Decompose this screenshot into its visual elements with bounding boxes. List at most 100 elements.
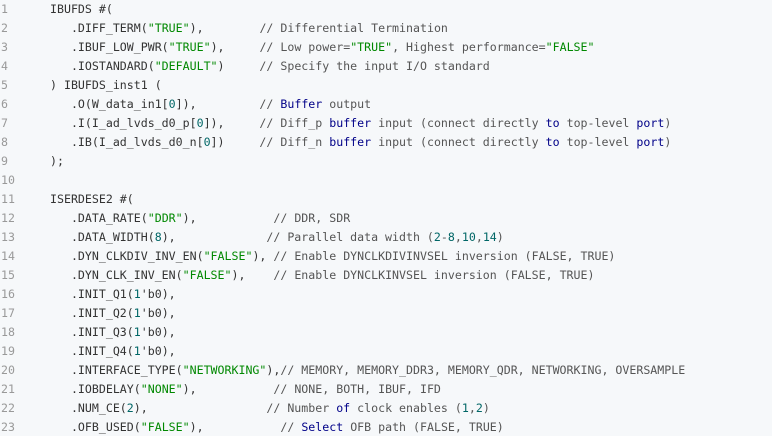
code-text: ); — [50, 152, 64, 171]
code-line[interactable]: 13 .DATA_WIDTH(8), // Parallel data widt… — [0, 228, 772, 247]
code-token: .I(I_ad_lvds_d0_p[ — [50, 116, 197, 130]
code-text: .INTERFACE_TYPE("NETWORKING"),// MEMORY,… — [50, 361, 685, 380]
code-text: .I(I_ad_lvds_d0_p[0]), // Diff_p buffer … — [50, 114, 671, 133]
code-text: .INIT_Q3(1'b0), — [50, 323, 176, 342]
code-token: // DDR, SDR — [273, 211, 351, 225]
code-text: .DYN_CLKDIV_INV_EN("FALSE"), // Enable D… — [50, 247, 615, 266]
line-number: 12 — [1, 211, 15, 225]
code-token: .DYN_CLK_INV_EN( — [50, 268, 183, 282]
code-token: "FALSE" — [182, 268, 232, 282]
code-token: ), — [182, 382, 274, 396]
code-token: ), — [133, 401, 267, 415]
code-token: ) — [217, 59, 260, 73]
code-token: .DATA_WIDTH( — [50, 230, 155, 244]
code-token: - — [440, 230, 448, 244]
code-token: .INIT_Q2( — [50, 306, 134, 320]
code-line[interactable]: 23 .OFB_USED("FALSE"), // Select OFB pat… — [0, 418, 772, 436]
code-text: .IB(I_ad_lvds_d0_n[0]) // Diff_n buffer … — [50, 133, 671, 152]
code-token: ), — [266, 363, 281, 377]
line-number: 4 — [1, 59, 8, 73]
code-token: ), — [189, 420, 281, 434]
code-token: top-level — [559, 135, 637, 149]
code-line[interactable]: 10 — [0, 171, 772, 190]
line-number: 6 — [1, 97, 8, 111]
code-line[interactable]: 1 IBUFDS #( — [0, 0, 772, 19]
code-text: .INIT_Q2(1'b0), — [50, 304, 176, 323]
code-line[interactable]: 2 .DIFF_TERM("TRUE"), // Differential Te… — [0, 19, 772, 38]
code-token: ]), — [175, 97, 260, 111]
code-token: // Low power= — [259, 40, 351, 54]
code-line[interactable]: 17 .INIT_Q2(1'b0), — [0, 304, 772, 323]
code-line[interactable]: 6 .O(W_data_in1[0]), // Buffer output — [0, 95, 772, 114]
code-token: 2 — [433, 230, 441, 244]
code-token: ) — [482, 401, 490, 415]
code-line[interactable]: 21 .IOBDELAY("NONE"), // NONE, BOTH, IBU… — [0, 380, 772, 399]
line-number: 7 — [1, 116, 8, 130]
code-token: // Enable DYNCLKDIVINVSEL inversion (FAL… — [273, 249, 616, 263]
code-token: input (connect directly — [371, 116, 546, 130]
line-number: 5 — [1, 78, 8, 92]
code-token: // Diff_p — [259, 116, 330, 130]
code-token: input (connect directly — [371, 135, 546, 149]
code-token: ); — [50, 154, 64, 168]
code-text: .DATA_WIDTH(8), // Parallel data width (… — [50, 228, 504, 247]
code-line[interactable]: 22 .NUM_CE(2), // Number of clock enable… — [0, 399, 772, 418]
code-text: .DATA_RATE("DDR"), // DDR, SDR — [50, 209, 350, 228]
code-token: ), — [161, 230, 267, 244]
code-line[interactable]: 9); — [0, 152, 772, 171]
code-token: IBUFDS #( — [50, 2, 113, 16]
code-token: "NONE" — [140, 382, 183, 396]
code-text: .DYN_CLK_INV_EN("FALSE"), // Enable DYNC… — [50, 266, 595, 285]
code-line[interactable]: 8 .IB(I_ad_lvds_d0_n[0]) // Diff_n buffe… — [0, 133, 772, 152]
code-line[interactable]: 7 .I(I_ad_lvds_d0_p[0]), // Diff_p buffe… — [0, 114, 772, 133]
code-token: , — [475, 230, 483, 244]
code-line[interactable]: 20 .INTERFACE_TYPE("NETWORKING"),// MEMO… — [0, 361, 772, 380]
code-token: 10 — [461, 230, 476, 244]
code-token: 1 — [133, 306, 141, 320]
code-token: ISERDESE2 #( — [50, 192, 134, 206]
code-line[interactable]: 14 .DYN_CLKDIV_INV_EN("FALSE"), // Enabl… — [0, 247, 772, 266]
code-token: // MEMORY, MEMORY_DDR3, MEMORY_QDR, NETW… — [280, 363, 686, 377]
code-line[interactable]: 3 .IBUF_LOW_PWR("TRUE"), // Low power="T… — [0, 38, 772, 57]
code-token: 1 — [461, 401, 469, 415]
line-number: 22 — [1, 401, 15, 415]
code-token: // Number — [266, 401, 337, 415]
code-token: Buffer — [280, 97, 323, 111]
code-token: .DIFF_TERM( — [50, 21, 148, 35]
line-number: 3 — [1, 40, 8, 54]
code-token: .DATA_RATE( — [50, 211, 148, 225]
code-token: .IB(I_ad_lvds_d0_n[ — [50, 135, 204, 149]
code-text: .INIT_Q1(1'b0), — [50, 285, 176, 304]
code-text: .IOBDELAY("NONE"), // NONE, BOTH, IBUF, … — [50, 380, 441, 399]
code-token: .IOBDELAY( — [50, 382, 141, 396]
code-text: .O(W_data_in1[0]), // Buffer output — [50, 95, 371, 114]
code-token: .INTERFACE_TYPE( — [50, 363, 183, 377]
code-token: ]) — [210, 135, 260, 149]
code-token: port — [636, 116, 665, 130]
code-token: .OFB_USED( — [50, 420, 141, 434]
code-token: ) — [664, 116, 672, 130]
code-text: IBUFDS #( — [50, 0, 113, 19]
code-line[interactable]: 5) IBUFDS_inst1 ( — [0, 76, 772, 95]
code-line[interactable]: 15 .DYN_CLK_INV_EN("FALSE"), // Enable D… — [0, 266, 772, 285]
code-token: 8 — [154, 230, 162, 244]
line-number: 1 — [1, 2, 8, 16]
code-line[interactable]: 19 .INIT_Q4(1'b0), — [0, 342, 772, 361]
line-number: 15 — [1, 268, 15, 282]
code-line[interactable]: 4 .IOSTANDARD("DEFAULT") // Specify the … — [0, 57, 772, 76]
line-number: 10 — [1, 173, 15, 187]
code-line[interactable]: 18 .INIT_Q3(1'b0), — [0, 323, 772, 342]
line-number: 14 — [1, 249, 15, 263]
code-line[interactable]: 12 .DATA_RATE("DDR"), // DDR, SDR — [0, 209, 772, 228]
code-line[interactable]: 16 .INIT_Q1(1'b0), — [0, 285, 772, 304]
code-token: // Specify the input I/O standard — [259, 59, 490, 73]
code-token: buffer — [329, 135, 372, 149]
code-token: 'b0), — [140, 287, 176, 301]
code-text: .IBUF_LOW_PWR("TRUE"), // Low power="TRU… — [50, 38, 595, 57]
code-text: .IOSTANDARD("DEFAULT") // Specify the in… — [50, 57, 490, 76]
code-token: "DDR" — [147, 211, 183, 225]
code-token: , — [454, 230, 462, 244]
line-number: 19 — [1, 344, 15, 358]
